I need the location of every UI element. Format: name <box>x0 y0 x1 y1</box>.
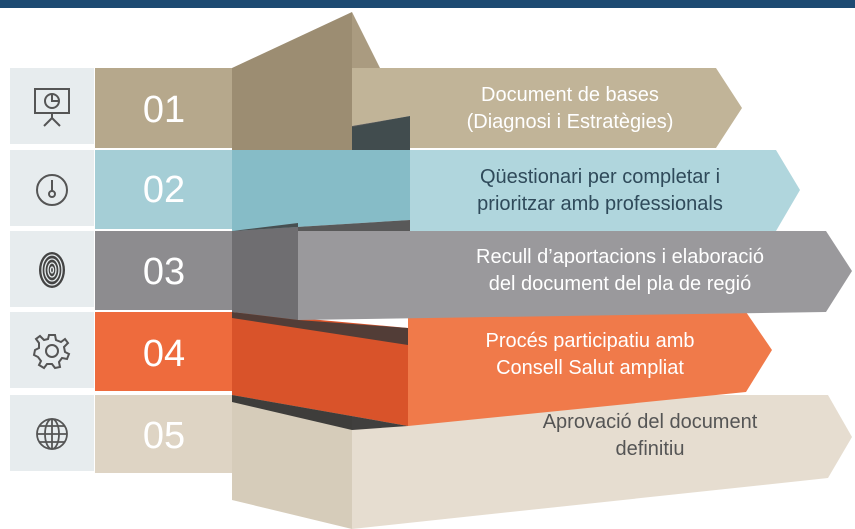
step-04-label: Procés participatiu amb Consell Salut am… <box>440 328 740 382</box>
step-05-band <box>95 395 233 473</box>
step-04-number: 04 <box>142 333 186 375</box>
step-04-label-line1: Procés participatiu amb <box>485 330 695 352</box>
gear-icon <box>32 334 71 370</box>
step-01-number: 01 <box>142 89 186 131</box>
step-03-label: Recull d’aportacions i elaboració del do… <box>430 244 810 298</box>
fingerprint-icon <box>39 252 65 288</box>
step-05-fold <box>232 395 352 529</box>
step-05-label: Aprovació del document definitiu <box>500 409 800 463</box>
step-01-label-line2: (Diagnosi i Estratègies) <box>466 111 674 133</box>
step-03-label-line1: Recull d’aportacions i elaboració <box>476 246 764 268</box>
step-03-band <box>95 231 233 310</box>
step-01-band <box>95 68 233 148</box>
step-01-icon-box <box>10 68 94 144</box>
step-02-number: 02 <box>142 169 186 211</box>
step-01-arrow <box>352 68 742 148</box>
step-04-icon-box <box>10 312 94 388</box>
presentation-chart-icon <box>34 88 70 127</box>
step-01-label: Document de bases (Diagnosi i Estratègie… <box>430 82 710 136</box>
step-04-shadow <box>232 395 408 430</box>
step-01-label-line1: Document de bases <box>481 84 659 106</box>
step-05-label-line2: definitiu <box>615 438 685 460</box>
step-03-shadow <box>232 312 408 345</box>
step-04-fold <box>232 312 408 426</box>
step-03-label-line2: del document del pla de regió <box>488 273 752 295</box>
step-04-arrow <box>408 312 772 426</box>
step-03-arrow <box>298 231 852 320</box>
step-05-icon-box <box>10 395 94 471</box>
step-01-shadow <box>352 116 410 150</box>
step-02-band <box>95 150 233 229</box>
step-02-shadow <box>232 220 410 231</box>
step-02-arrow <box>410 150 800 231</box>
step-05-number: 05 <box>142 415 186 457</box>
globe-icon <box>36 418 68 450</box>
step-05-label-line1: Aprovació del document <box>542 411 758 433</box>
step-02-label-line1: Qüestionari per completar i <box>479 166 721 188</box>
step-04-band <box>95 312 233 391</box>
compass-icon <box>36 174 68 206</box>
step-03-fold <box>232 223 298 320</box>
step-05-arrow <box>352 395 852 529</box>
step-01-fold <box>232 12 352 150</box>
step-01-top <box>352 12 380 68</box>
step-04-label-line2: Consell Salut ampliat <box>496 357 684 379</box>
step-02-label: Qüestionari per completar i prioritzar a… <box>430 164 770 218</box>
step-02-label-line2: prioritzar amb professionals <box>477 193 723 215</box>
step-02-icon-box <box>10 150 94 226</box>
step-03-icon-box <box>10 231 94 307</box>
header-bar <box>0 0 855 8</box>
step-03-number: 03 <box>142 251 186 293</box>
